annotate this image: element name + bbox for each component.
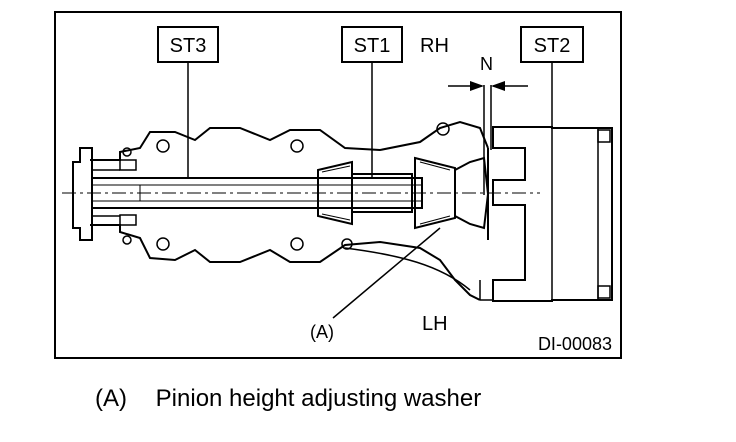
st2-label: ST2 [534,35,571,57]
differential-housing [90,120,489,301]
n-label: N [480,54,493,74]
lh-label: LH [422,313,448,335]
st1-label: ST1 [354,35,391,57]
st1-label-box [341,26,403,63]
st3-label-box [157,26,219,63]
companion-flange [72,147,120,241]
a-label: (A) [310,322,334,342]
pinion-bearings [317,156,456,230]
figure-id: DI-00083 [538,334,612,354]
rh-label: RH [420,35,449,57]
st2-label-box [520,26,584,63]
legend-caption: (A) Pinion height adjusting washer [95,385,481,413]
st3-label: ST3 [170,35,207,57]
legend-letter: (A) [95,385,127,412]
n-dimension [448,81,528,195]
figure-frame [54,11,622,359]
a-leader [332,227,441,319]
pinion-washer-head [454,148,490,240]
st2-tool [479,126,613,302]
legend-text: Pinion height adjusting washer [155,385,482,412]
